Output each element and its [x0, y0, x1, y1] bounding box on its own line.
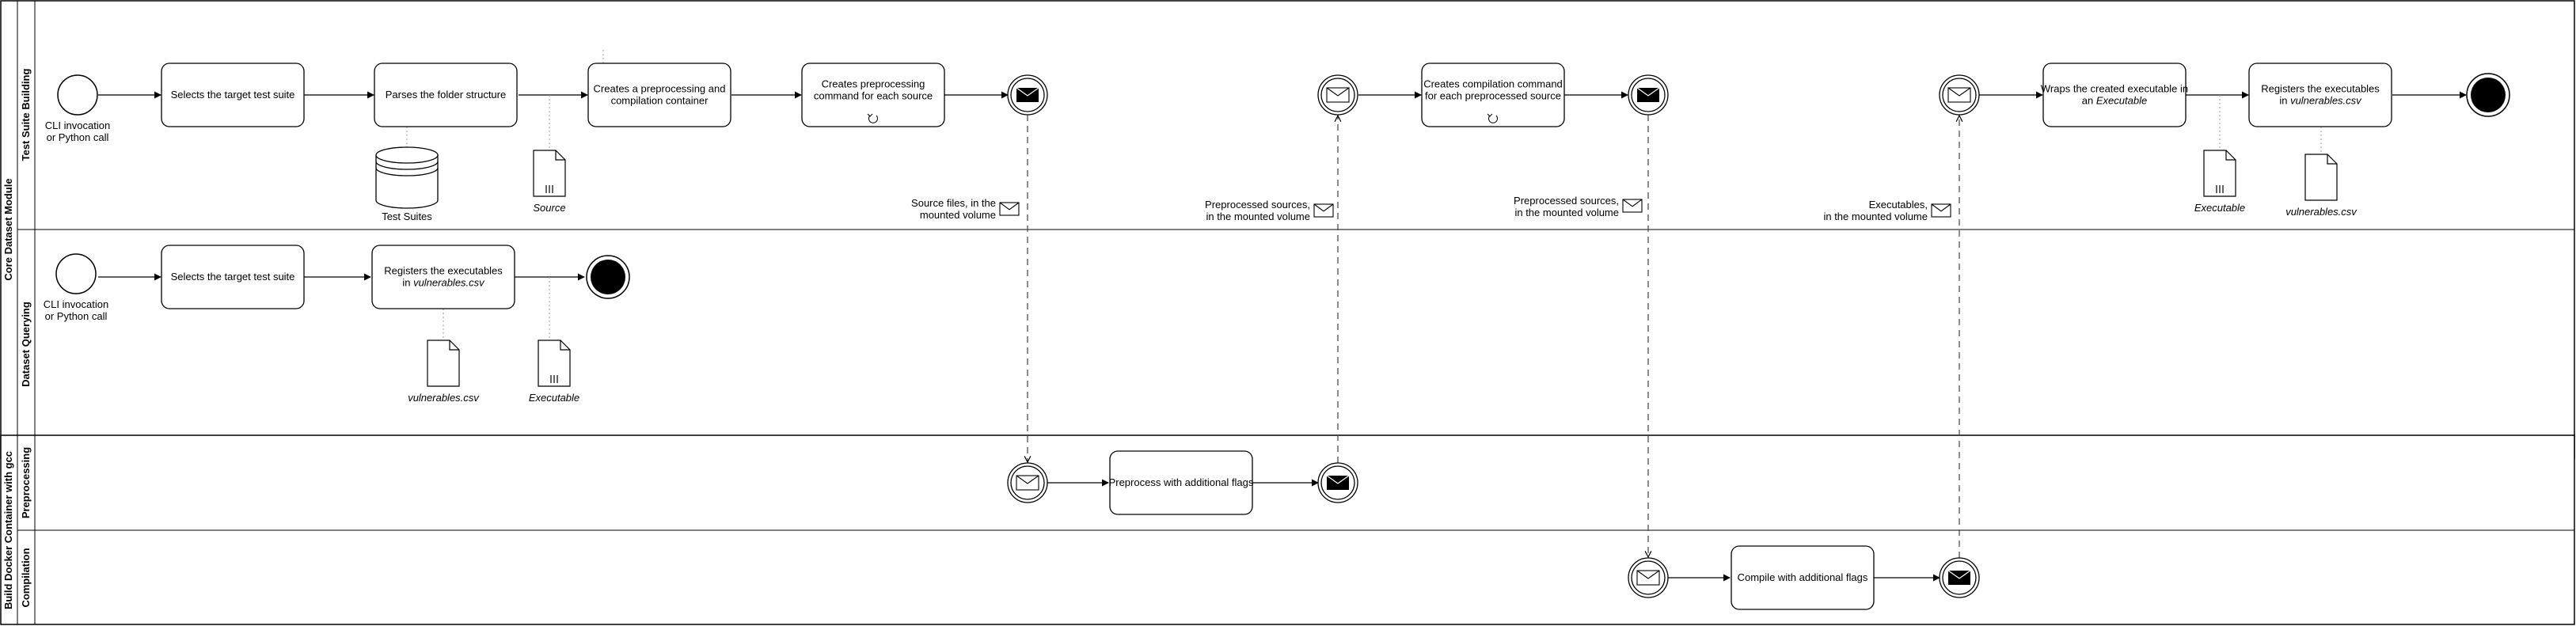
pool-build-docker-container: Build Docker Container with gcc Preproce…	[0, 434, 2575, 625]
lane-label-preprocessing: Preprocessing	[20, 447, 32, 518]
task-text-line: Creates compilation command	[1423, 78, 1563, 90]
task-text-line: Creates a preprocessing and	[594, 83, 726, 95]
loop-marker-icon	[867, 113, 878, 123]
message-catch-event-icon	[1007, 462, 1048, 503]
message-throw-event-icon	[1007, 74, 1048, 116]
task-text-line: command for each source	[814, 90, 933, 102]
task-b2: Parses the folder structure	[374, 63, 518, 127]
data-object-label: Source	[533, 202, 565, 214]
lane-label-compilation: Compilation	[20, 548, 32, 607]
data-object-executable-q: Executable	[529, 340, 579, 404]
message-annotation-line: in the mounted volume	[1206, 211, 1310, 222]
test-suites-database: Test Suites	[375, 146, 439, 222]
message-annotation-line: Preprocessed sources,	[1514, 195, 1619, 207]
data-object-label: vulnerables.csv	[2285, 206, 2358, 218]
message-annotation-m3: Preprocessed sources,in the mounted volu…	[1514, 195, 1643, 218]
sequence-flows	[98, 91, 2467, 582]
task-q1: Selects the target test suite	[161, 245, 305, 309]
task-text-line: Creates preprocessing	[822, 78, 925, 90]
message-annotation-line: Executables,	[1869, 199, 1928, 211]
end-event-building	[2466, 73, 2510, 117]
envelope-icon	[1931, 203, 1951, 218]
message-annotation-line: Source files, in the	[911, 197, 996, 209]
task-text-line: for each preprocessed source	[1425, 90, 1561, 102]
task-text-line: in vulnerables.csv	[402, 277, 485, 289]
task-text-line: in vulnerables.csv	[2279, 95, 2362, 107]
message-annotation-line: Preprocessed sources,	[1205, 199, 1310, 211]
task-b1: Selects the target test suite	[161, 63, 305, 127]
task-text-line: Registers the executables	[384, 265, 503, 277]
start-label-line: or Python call	[45, 310, 108, 322]
start-event-querying: CLI invocation or Python call	[44, 253, 108, 322]
tasks: Selects the target test suite Parses the …	[161, 63, 2392, 610]
data-object-label: vulnerables.csv	[408, 392, 480, 404]
associations	[406, 47, 2322, 340]
message-flows	[1028, 115, 1959, 558]
start-label-line: or Python call	[47, 131, 109, 143]
task-text-line: Wraps the created executable in	[2041, 83, 2188, 95]
end-event-querying	[586, 255, 630, 299]
envelope-icon	[999, 202, 1020, 216]
message-annotation-line: in the mounted volume	[1823, 211, 1928, 222]
message-catch-event-icon	[1317, 74, 1358, 116]
pool-label: Core Dataset Module	[2, 178, 14, 280]
task-text-line: Preprocess with additional flags	[1109, 476, 1254, 488]
envelope-icon	[1313, 203, 1334, 218]
start-label-line: CLI invocation	[45, 120, 110, 131]
message-annotation-line: mounted volume	[920, 209, 996, 221]
data-object-executable-b: Executable	[2194, 150, 2245, 214]
message-throw-event-icon	[1939, 557, 1980, 598]
start-event-building: CLI invocation or Python call	[45, 74, 110, 143]
pool-label: Build Docker Container with gcc	[2, 451, 14, 609]
task-p1: Preprocess with additional flags	[1109, 450, 1254, 515]
data-object-vulnerables-q: vulnerables.csv	[408, 340, 480, 404]
task-text-line: an Executable	[2082, 95, 2147, 107]
lane-label-test-suite-building: Test Suite Building	[20, 69, 32, 161]
lane-label-dataset-querying: Dataset Querying	[20, 302, 32, 387]
message-annotation-line: in the mounted volume	[1514, 207, 1619, 218]
message-throw-event-icon	[1628, 74, 1669, 116]
message-annotation-m2: Preprocessed sources,in the mounted volu…	[1205, 199, 1334, 222]
envelope-icon	[1622, 199, 1643, 213]
data-object-vulnerables-b: vulnerables.csv	[2285, 154, 2358, 218]
task-text-line: Selects the target test suite	[171, 271, 295, 283]
task-c1: Compile with additional flags	[1731, 545, 1875, 610]
test-suites-label: Test Suites	[382, 211, 432, 222]
message-catch-event-icon	[1628, 557, 1669, 598]
data-object-source: Source	[533, 150, 566, 214]
task-text-line: Selects the target test suite	[171, 89, 295, 101]
data-object-label: Executable	[529, 392, 579, 404]
message-throw-event-icon	[1317, 462, 1358, 503]
task-text-line: Registers the executables	[2261, 83, 2380, 95]
loop-marker-icon	[1487, 113, 1498, 123]
message-events	[1007, 74, 1980, 598]
start-label-line: CLI invocation	[44, 298, 108, 310]
task-text-line: Parses the folder structure	[386, 89, 506, 101]
message-annotation-m4: Executables,in the mounted volume	[1823, 199, 1951, 222]
task-text-line: Compile with additional flags	[1738, 571, 1868, 583]
task-text-line: compilation container	[611, 95, 709, 107]
message-catch-event-icon	[1939, 74, 1980, 116]
data-object-label: Executable	[2194, 202, 2245, 214]
